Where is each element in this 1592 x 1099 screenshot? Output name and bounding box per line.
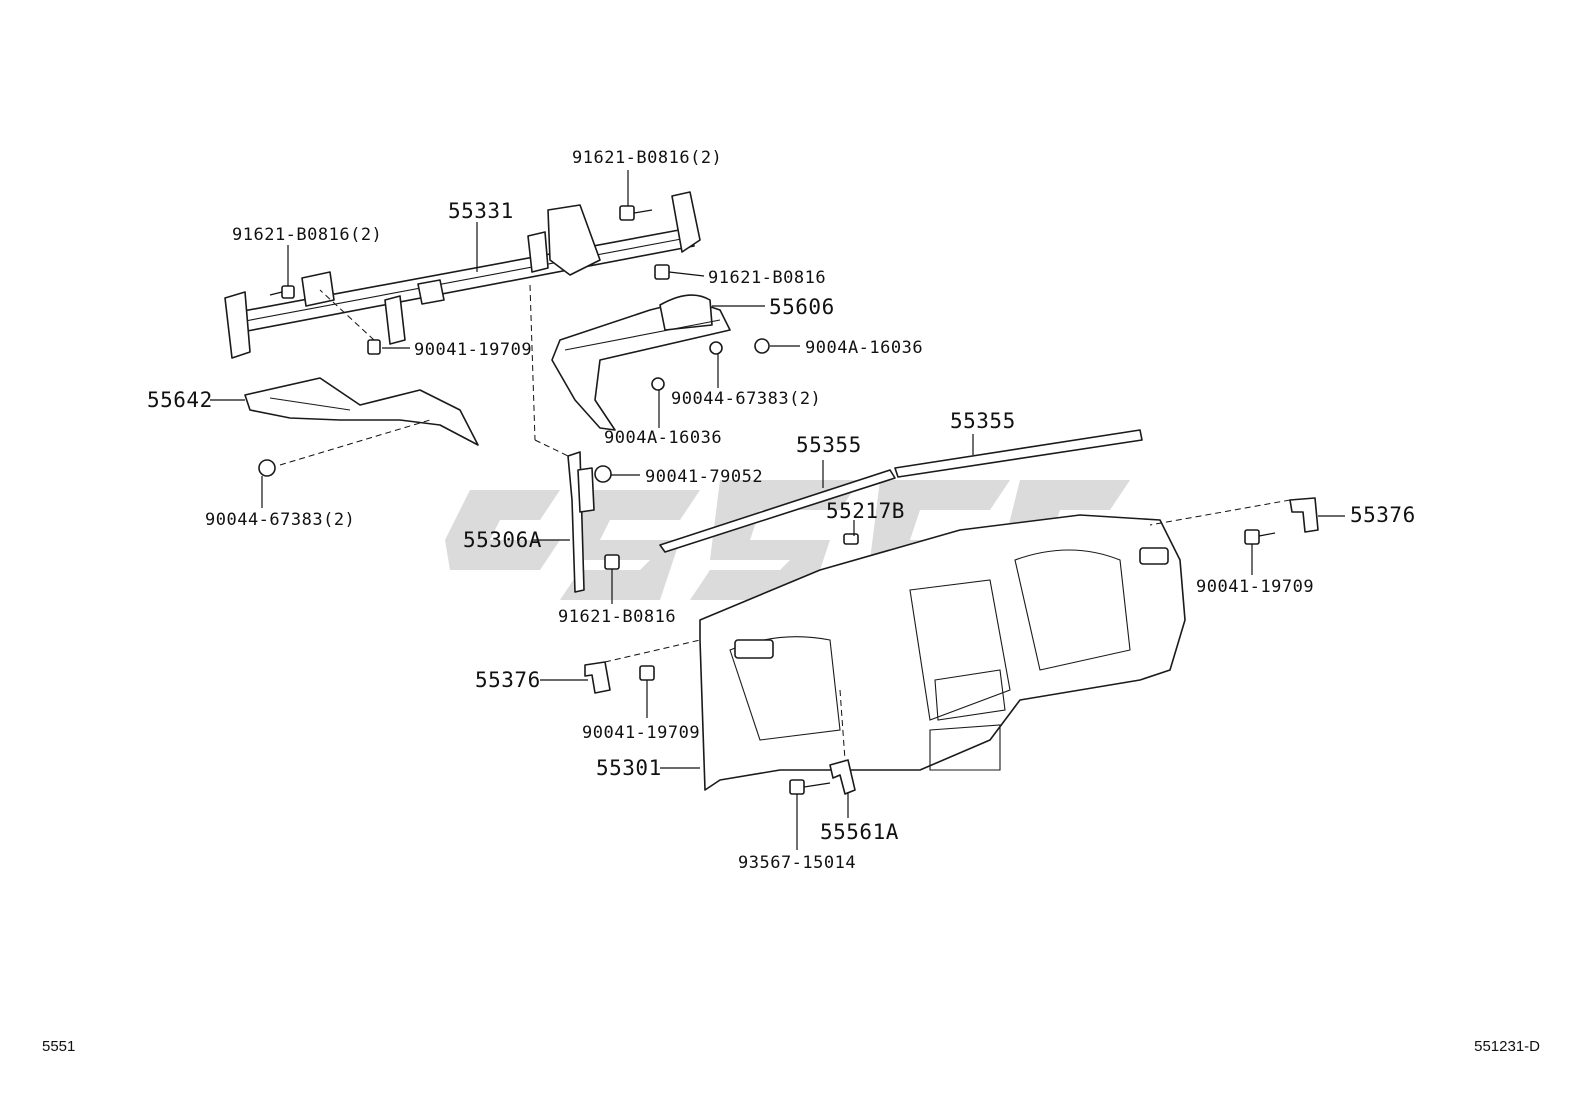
part-label: 9004A-16036	[604, 428, 722, 448]
brace-55306A	[529, 284, 595, 593]
part-label: 91621-B0816(2)	[572, 148, 722, 168]
reinforcement-beam-55331	[224, 191, 701, 359]
diagram-code-left: 5551	[42, 1038, 76, 1055]
under-cover-55642	[244, 377, 479, 446]
part-label: 55606	[769, 295, 835, 319]
part-label: 55306A	[463, 528, 542, 552]
bolt-icon	[1244, 529, 1276, 545]
screw-icon	[789, 779, 831, 795]
nut-icon	[594, 465, 612, 483]
bolt-icon	[619, 205, 653, 221]
part-label: 55561A	[820, 820, 899, 844]
part-label: 55217B	[826, 499, 905, 523]
clip-icon	[651, 338, 770, 391]
part-label: 90041-19709	[1196, 577, 1314, 597]
part-label: 90041-19709	[582, 723, 700, 743]
bracket-55376-right	[1149, 497, 1319, 533]
part-label: 90044-67383(2)	[671, 389, 821, 409]
bracket-55561A	[829, 759, 856, 795]
clip-icon	[843, 533, 859, 545]
leader-lines	[210, 170, 1345, 850]
part-label: 91621-B0816	[558, 607, 676, 627]
part-label: 55376	[475, 668, 541, 692]
part-label: 55355	[796, 433, 862, 457]
part-label: 55355	[950, 409, 1016, 433]
part-label: 90041-19709	[414, 340, 532, 360]
bolt-icon	[319, 289, 381, 355]
panel-strip-55355	[659, 429, 1143, 553]
bolt-icon	[604, 554, 620, 570]
bolt-icon	[639, 665, 655, 681]
bracket-55376-left	[584, 639, 701, 694]
part-label: 90041-79052	[645, 467, 763, 487]
part-label: 55301	[596, 756, 662, 780]
diagram-code-right: 551231-D	[1474, 1038, 1540, 1055]
instrument-panel-55301	[699, 514, 1186, 791]
part-label: 91621-B0816(2)	[232, 225, 382, 245]
part-label: 9004A-16036	[805, 338, 923, 358]
part-label: 93567-15014	[738, 853, 856, 873]
part-label: 90044-67383(2)	[205, 510, 355, 530]
heater-duct-55606	[551, 294, 731, 431]
part-label: 55642	[147, 388, 213, 412]
bolt-icon	[654, 264, 670, 280]
clip-icon	[258, 419, 431, 477]
part-label: 55331	[448, 199, 514, 223]
bolt-icon	[269, 285, 295, 299]
part-label: 91621-B0816	[708, 268, 826, 288]
part-label: 55376	[1350, 503, 1416, 527]
